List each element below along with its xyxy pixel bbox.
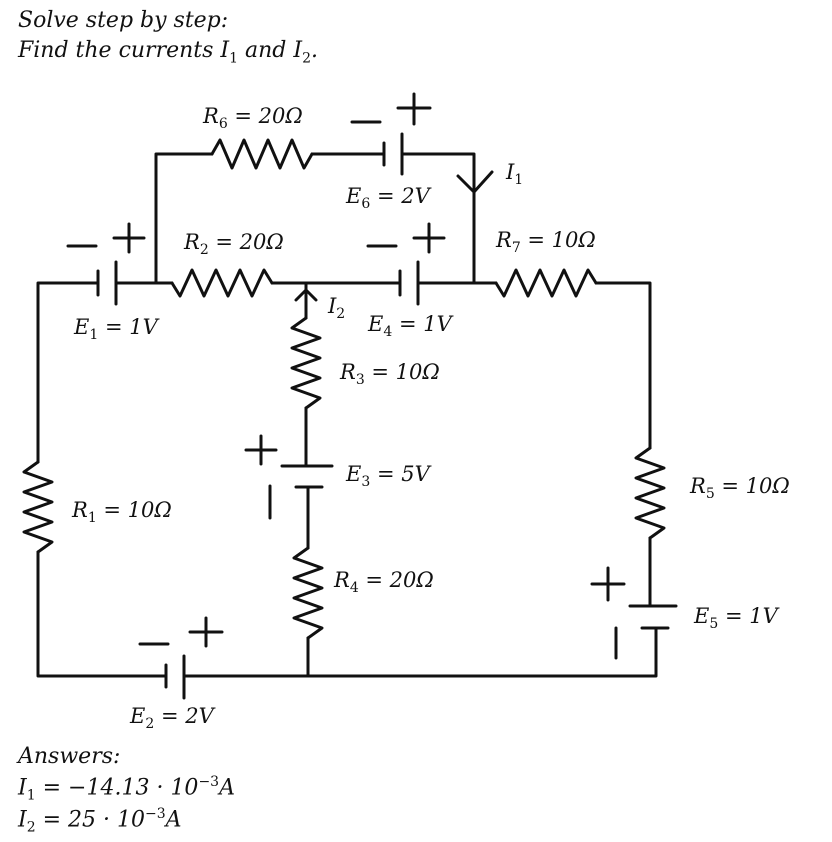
resistor-r2 (170, 268, 274, 298)
label-r7: R7 = 10Ω (496, 228, 596, 257)
resistor-r5 (634, 446, 666, 540)
wire-bottom (182, 626, 658, 678)
label-e2: E2 = 2V (130, 704, 214, 733)
polarity-e6 (350, 92, 432, 126)
label-r4: R4 = 20Ω (334, 568, 434, 597)
label-r2: R2 = 20Ω (184, 230, 284, 259)
label-e6: E6 = 2V (346, 184, 430, 213)
question-i2-symbol: I (293, 38, 303, 63)
label-e1: E1 = 1V (74, 315, 158, 344)
label-r6: R6 = 20Ω (203, 104, 303, 133)
polarity-e2 (138, 616, 224, 648)
polarity-e4 (366, 222, 446, 254)
resistor-r1 (22, 460, 54, 554)
polarity-e3 (244, 434, 278, 520)
polarity-e1 (66, 222, 146, 254)
resistor-r7 (494, 268, 598, 298)
question-i2-subscript: 2 (302, 50, 312, 67)
question-and: and (238, 38, 294, 63)
label-r5: R5 = 10Ω (690, 474, 790, 503)
resistor-r6 (210, 138, 314, 170)
label-r3: R3 = 10Ω (340, 360, 440, 389)
question-i1-subscript: 1 (229, 50, 239, 67)
answer-i2: I2 = 25 · 10−3A (18, 806, 182, 836)
resistor-r4 (292, 546, 324, 640)
answers-title: Answers: (18, 744, 121, 769)
label-e5: E5 = 1V (694, 604, 778, 633)
label-e4: E4 = 1V (368, 312, 452, 341)
answer-i1: I1 = −14.13 · 10−3A (18, 774, 235, 804)
resistor-r3 (290, 316, 322, 410)
question-suffix: . (311, 38, 319, 63)
polarity-e5 (590, 566, 626, 660)
problem-instruction: Solve step by step: (18, 8, 229, 33)
question-prefix: Find the currents (18, 38, 221, 63)
label-i1: I1 (506, 160, 524, 189)
label-r1: R1 = 10Ω (72, 498, 172, 527)
label-i2: I2 (328, 294, 346, 323)
question-i1-symbol: I (220, 38, 230, 63)
wire-left-outer (36, 281, 100, 464)
label-e3: E3 = 5V (346, 462, 430, 491)
wire-left-bottom (36, 550, 168, 678)
problem-question: Find the currents I1 and I2. (18, 38, 318, 66)
wire-top-left-branch (154, 152, 214, 285)
arrow-i2 (294, 288, 318, 302)
wire-right-outer (594, 281, 652, 450)
arrow-i1 (456, 170, 494, 194)
wire-e6-to-node (400, 152, 476, 285)
